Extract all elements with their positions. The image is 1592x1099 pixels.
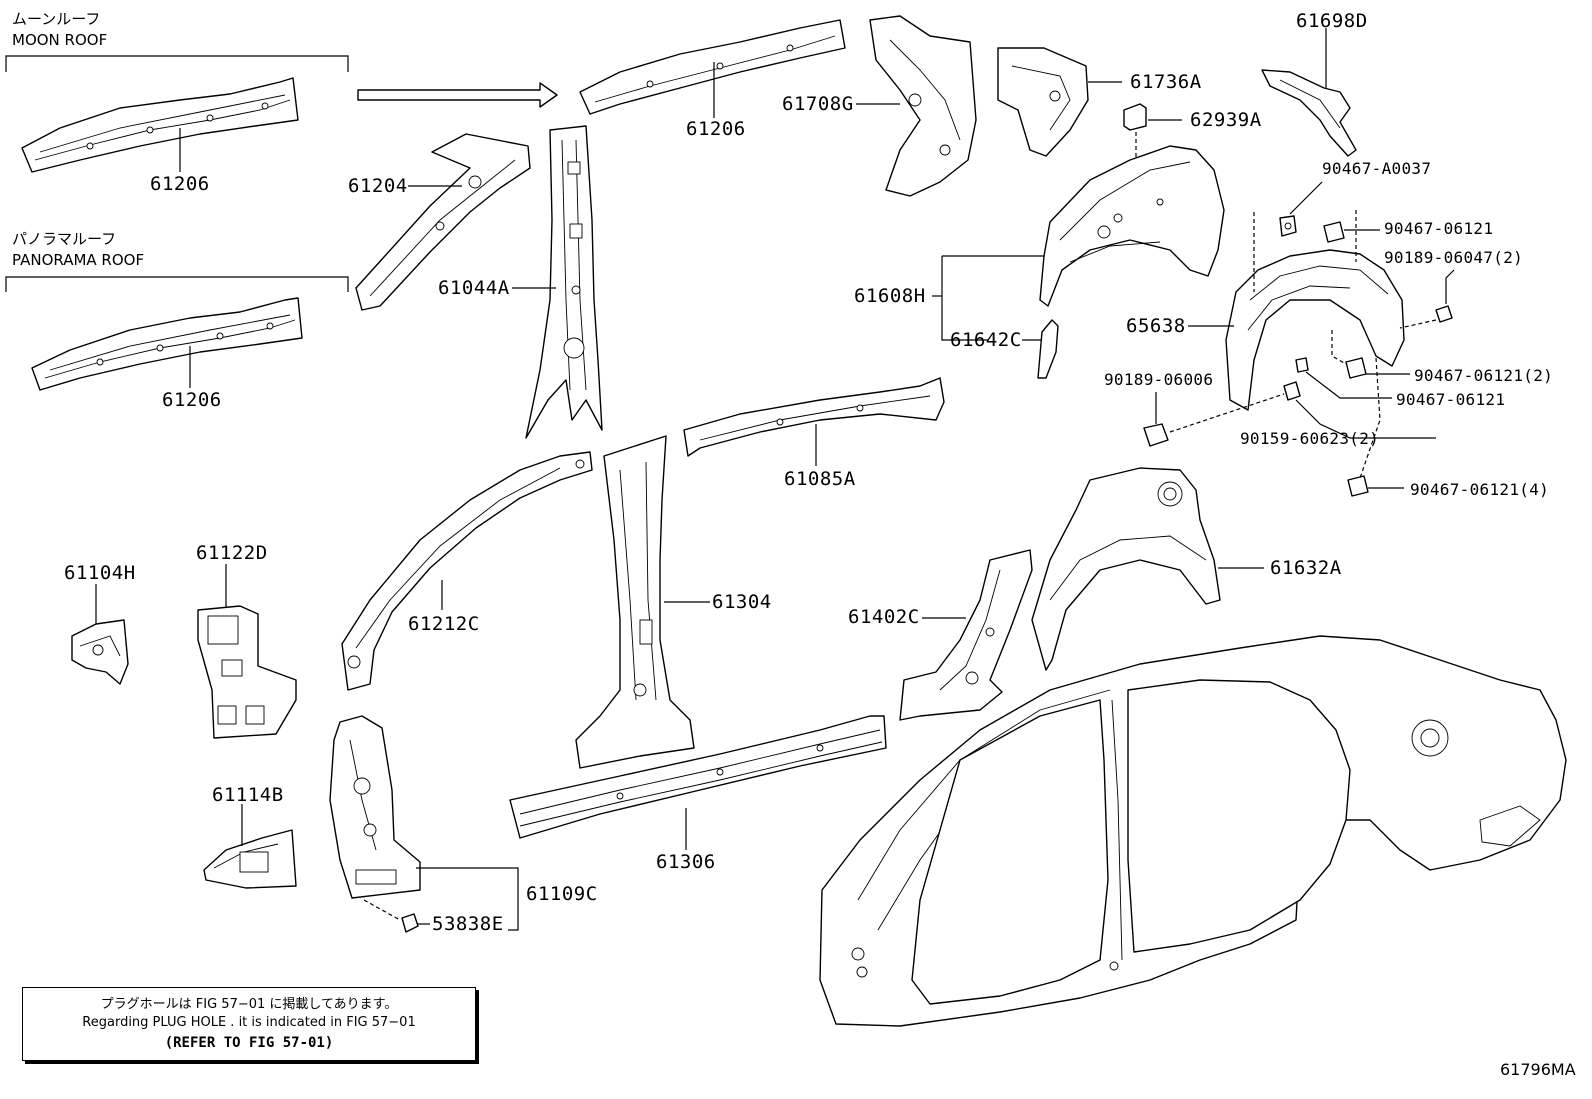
part-61044A [525, 125, 603, 439]
label-90467-06121-4[interactable]: 90467-06121(4) [1410, 480, 1550, 499]
part-61114B [203, 829, 297, 889]
label-61708G[interactable]: 61708G [782, 93, 854, 115]
part-61642C [1037, 319, 1059, 379]
moon-roof-jp-label: ムーンルーフ [12, 10, 101, 28]
clip-90467-06121-2 [1345, 357, 1367, 379]
label-90467-06121-a[interactable]: 90467-06121 [1384, 219, 1494, 238]
clip-90467-06121-4 [1347, 475, 1369, 497]
label-65638[interactable]: 65638 [1126, 315, 1186, 337]
clip-90467-06121-b [1295, 357, 1309, 373]
part-61402C [899, 549, 1033, 721]
panorama-roof-en-label: PANORAMA ROOF [12, 251, 145, 269]
label-61206-moon[interactable]: 61206 [150, 173, 210, 195]
label-61114B[interactable]: 61114B [212, 784, 284, 806]
part-61632A [1031, 467, 1221, 671]
label-62939A[interactable]: 62939A [1190, 109, 1262, 131]
label-90189-06006[interactable]: 90189-06006 [1104, 370, 1214, 389]
part-61212C [341, 451, 593, 691]
label-53838E[interactable]: 53838E [432, 913, 504, 935]
label-61698D[interactable]: 61698D [1296, 10, 1368, 32]
part-61736A [997, 47, 1089, 157]
part-61104H [71, 619, 129, 685]
clip-90189-06006 [1143, 423, 1169, 447]
label-90189-06047[interactable]: 90189-06047(2) [1384, 248, 1524, 267]
part-61206-main [579, 19, 846, 115]
note-line-jp: プラグホールは FIG 57−01 に掲載してあります。 [100, 997, 398, 1012]
clip-90467-A0037 [1279, 215, 1297, 237]
label-61736A[interactable]: 61736A [1130, 71, 1202, 93]
label-61642C[interactable]: 61642C [950, 329, 1022, 351]
part-61085A [683, 377, 945, 457]
label-90467-06121-b[interactable]: 90467-06121 [1396, 390, 1506, 409]
label-90159-60623[interactable]: 90159-60623(2) [1240, 429, 1380, 448]
part-61204 [355, 133, 531, 311]
reference-note-box: プラグホールは FIG 57−01 に掲載してあります。 Regarding P… [22, 987, 476, 1061]
panorama-roof-jp-label: パノラマルーフ [12, 230, 117, 248]
label-61104H[interactable]: 61104H [64, 562, 136, 584]
figure-id: 61796MA [1500, 1060, 1576, 1079]
part-61708G [869, 15, 977, 197]
part-61608H [1039, 145, 1225, 307]
label-90467-06121-2[interactable]: 90467-06121(2) [1414, 366, 1554, 385]
arrow-icon [357, 82, 558, 108]
clip-90467-06121-a [1323, 221, 1345, 243]
label-61632A[interactable]: 61632A [1270, 557, 1342, 579]
label-61044A[interactable]: 61044A [438, 277, 510, 299]
part-61698D [1261, 69, 1357, 157]
part-61206-panorama [31, 297, 303, 391]
note-line-refer: (REFER TO FIG 57-01) [164, 1035, 334, 1051]
part-61306 [509, 715, 887, 839]
part-53838E [401, 913, 419, 933]
label-61608H[interactable]: 61608H [854, 285, 926, 307]
clip-90189-06047 [1435, 305, 1453, 323]
part-61122D [197, 605, 297, 739]
label-61122D[interactable]: 61122D [196, 542, 268, 564]
note-line-en: Regarding PLUG HOLE . it is indicated in… [82, 1015, 416, 1030]
part-61206-moon [21, 77, 299, 173]
part-61304 [575, 435, 695, 769]
moon-roof-en-label: MOON ROOF [12, 31, 108, 49]
part-61109C [329, 715, 421, 899]
part-61796MA-body-side [819, 635, 1567, 1027]
part-65638 [1225, 249, 1405, 411]
label-61306[interactable]: 61306 [656, 851, 716, 873]
label-61402C[interactable]: 61402C [848, 606, 920, 628]
label-90467-A0037[interactable]: 90467-A0037 [1322, 159, 1432, 178]
part-62939A [1123, 103, 1147, 131]
label-61085A[interactable]: 61085A [784, 468, 856, 490]
label-61206-panorama[interactable]: 61206 [162, 389, 222, 411]
label-61304[interactable]: 61304 [712, 591, 772, 613]
panorama-roof-bracket [5, 276, 349, 292]
label-61206-main[interactable]: 61206 [686, 118, 746, 140]
label-61109C[interactable]: 61109C [526, 883, 598, 905]
label-61212C[interactable]: 61212C [408, 613, 480, 635]
moon-roof-bracket [5, 55, 349, 72]
label-61204[interactable]: 61204 [348, 175, 408, 197]
clip-90159-60623 [1283, 381, 1301, 401]
